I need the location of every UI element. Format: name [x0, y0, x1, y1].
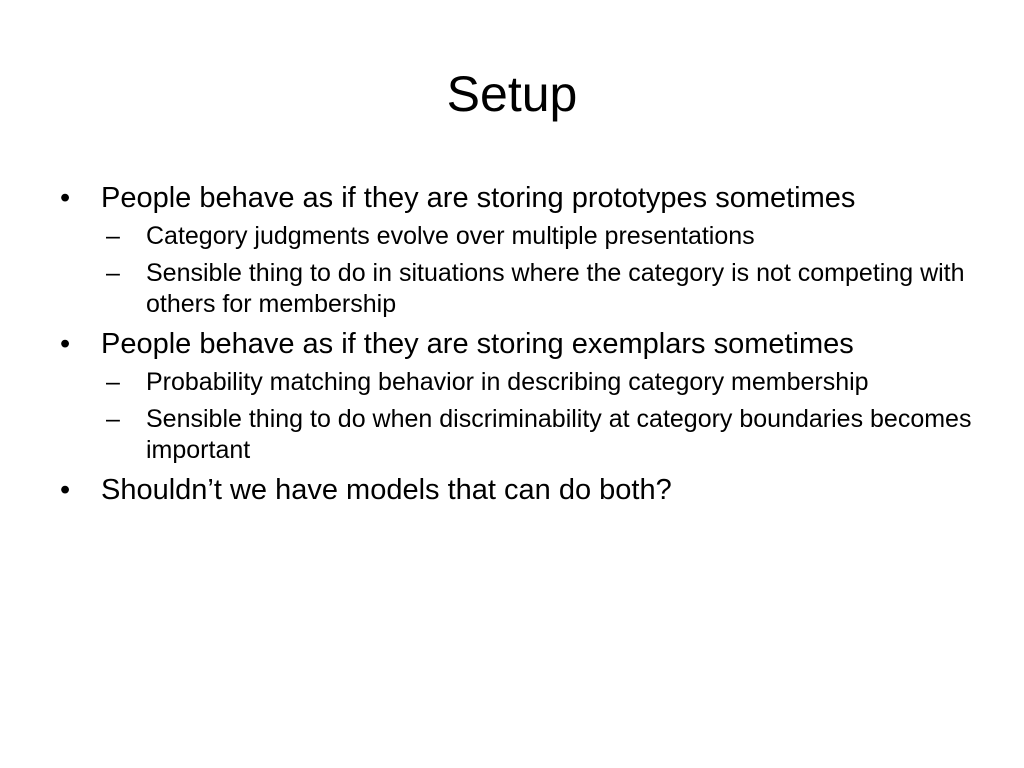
- slide-title: Setup: [446, 66, 578, 122]
- bullet-text: Shouldn’t we have models that can do bot…: [101, 474, 672, 506]
- dash-marker-icon: –: [106, 259, 120, 287]
- slide-content: • People behave as if they are storing p…: [60, 180, 980, 513]
- sub-list: – Probability matching behavior in descr…: [60, 367, 980, 466]
- bullet-item: • People behave as if they are storing p…: [60, 180, 980, 217]
- dash-marker-icon: –: [106, 368, 120, 396]
- sub-bullet-text: Category judgments evolve over multiple …: [146, 222, 755, 250]
- bullet-item: • Shouldn’t we have models that can do b…: [60, 472, 980, 509]
- sub-bullet-text: Probability matching behavior in describ…: [146, 368, 869, 396]
- sub-list: – Category judgments evolve over multipl…: [60, 221, 980, 320]
- sub-bullet-text: Sensible thing to do in situations where…: [146, 259, 965, 318]
- sub-bullet-item: – Sensible thing to do in situations whe…: [60, 258, 980, 320]
- dash-marker-icon: –: [106, 222, 120, 250]
- sub-bullet-item: – Category judgments evolve over multipl…: [60, 221, 980, 252]
- dash-marker-icon: –: [106, 405, 120, 433]
- bullet-marker-icon: •: [60, 328, 71, 360]
- sub-bullet-item: – Probability matching behavior in descr…: [60, 367, 980, 398]
- bullet-marker-icon: •: [60, 474, 71, 506]
- sub-bullet-item: – Sensible thing to do when discriminabi…: [60, 404, 980, 466]
- bullet-marker-icon: •: [60, 182, 71, 214]
- sub-bullet-text: Sensible thing to do when discriminabili…: [146, 405, 972, 464]
- bullet-text: People behave as if they are storing pro…: [101, 182, 856, 214]
- bullet-item: • People behave as if they are storing e…: [60, 326, 980, 363]
- bullet-text: People behave as if they are storing exe…: [101, 328, 854, 360]
